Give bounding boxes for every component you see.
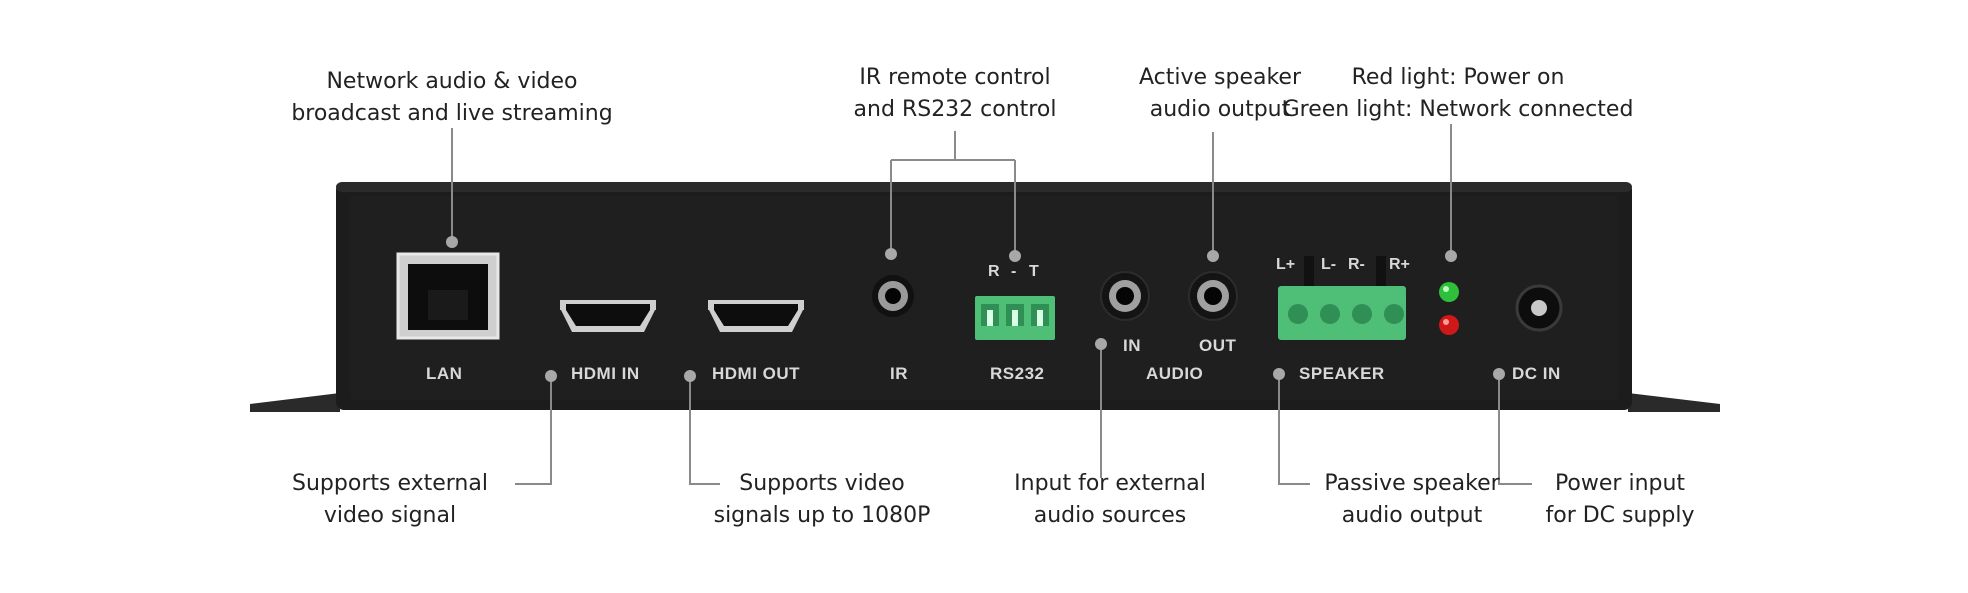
label-audio-in: IN: [1123, 336, 1141, 355]
audio-out-jack: [1188, 271, 1238, 321]
speaker-pin-r-plus: R+: [1389, 256, 1410, 273]
label-audio: AUDIO: [1146, 364, 1204, 383]
label-rs232: RS232: [990, 364, 1045, 383]
hdmi-in-port: [560, 300, 656, 332]
label-lan: LAN: [426, 364, 463, 383]
speaker-pin-r-minus: R-: [1348, 256, 1365, 273]
label-audio-out: OUT: [1199, 336, 1237, 355]
green-led: [1439, 282, 1459, 302]
chassis-top-edge: [336, 182, 1632, 192]
speaker-terminal: [1278, 256, 1406, 340]
right-mounting-flange: [1628, 393, 1720, 412]
audio-in-jack: [1100, 271, 1150, 321]
dc-in-jack: [1515, 284, 1563, 332]
speaker-pin-l-plus: L+: [1276, 256, 1296, 273]
red-led: [1439, 315, 1459, 335]
rs232-pin-t: T: [1029, 263, 1039, 280]
speaker-pin-l-minus: L-: [1321, 256, 1337, 273]
label-hdmi-in: HDMI IN: [571, 364, 640, 383]
label-ir: IR: [890, 364, 908, 383]
hdmi-out-port: [708, 300, 804, 332]
rs232-terminal: [975, 296, 1055, 340]
ir-jack: [872, 275, 914, 317]
label-hdmi-out: HDMI OUT: [712, 364, 801, 383]
leader-lines: [451, 124, 1532, 485]
rs232-pin-r: R: [988, 263, 1000, 280]
leader-dots: [446, 236, 1505, 382]
left-mounting-flange: [250, 393, 340, 412]
lan-port: [396, 252, 500, 340]
label-dc-in: DC IN: [1512, 364, 1561, 383]
rs232-pin-dash: -: [1011, 263, 1017, 280]
label-speaker: SPEAKER: [1299, 364, 1385, 383]
